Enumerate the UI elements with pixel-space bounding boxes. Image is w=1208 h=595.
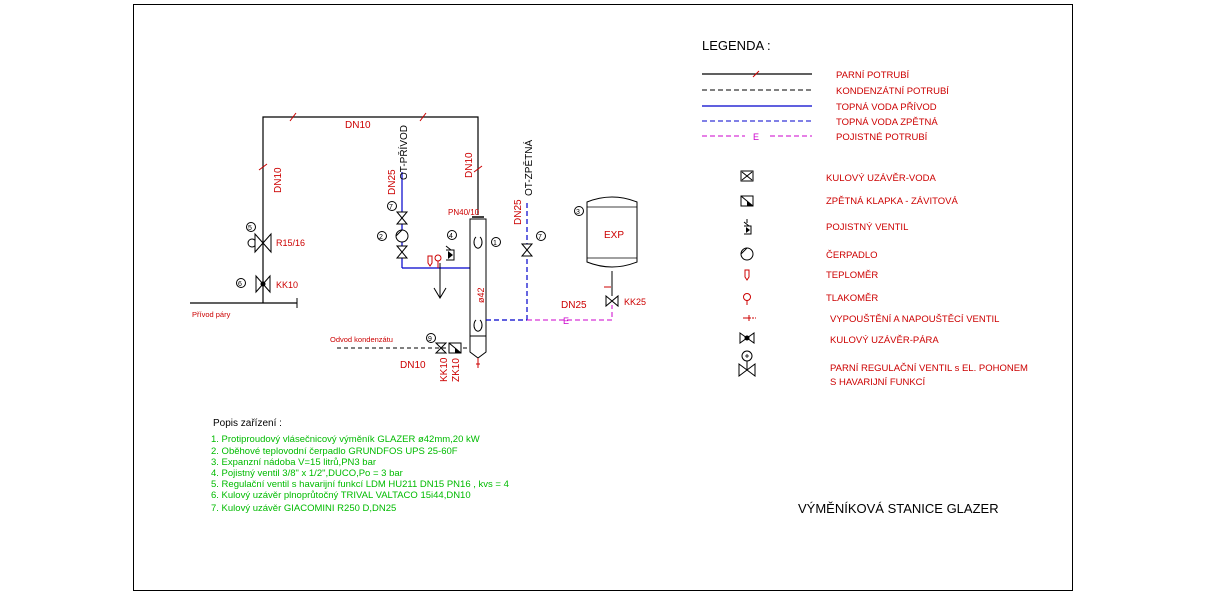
- item-number: 9: [428, 336, 432, 343]
- legend-e-marker: E: [753, 132, 759, 142]
- legend-line-label: TOPNÁ VODA ZPĚTNÁ: [836, 117, 938, 128]
- label-odvod: Odvod kondenzátu: [330, 335, 393, 344]
- equipment-description: Popis zařízení : 1. Protiproudový vláseč…: [211, 418, 509, 514]
- legend-symbol-label: TEPLOMĚR: [826, 270, 878, 281]
- drain-valve-icon: [743, 315, 756, 321]
- label-zk10: ZK10: [451, 358, 462, 382]
- legend-line-label: POJISTNÉ POTRUBÍ: [836, 132, 928, 143]
- label-dn10-left: DN10: [273, 167, 284, 193]
- label-kk10-left: KK10: [276, 280, 298, 290]
- item-number: 2: [379, 234, 383, 241]
- label-kk25: KK25: [624, 297, 646, 307]
- ball-valve-water-icon: [395, 245, 409, 259]
- label-ot-privod: OT-PŘÍVOD: [397, 125, 410, 180]
- steam-pipe: [262, 116, 479, 303]
- legend-symbol-label: PARNÍ REGULAČNÍ VENTIL s EL. POHONEM: [830, 363, 1028, 374]
- manometer-icon: [434, 254, 442, 262]
- item-number: 5: [248, 225, 252, 232]
- description-item: 4. Pojistný ventil 3/8" x 1/2",DUCO,Po =…: [211, 468, 403, 479]
- ball-valve-water-icon: [605, 294, 619, 308]
- manometer-icon: [743, 293, 751, 305]
- pump-icon: [740, 247, 754, 261]
- label-privod-pary: Přívod páry: [192, 310, 231, 319]
- legend-symbol-label: KULOVÝ UZÁVĚR-PÁRA: [830, 335, 939, 346]
- label-r15: R15/16: [276, 238, 305, 248]
- description-item: 7. Kulový uzávěr GIACOMINI R250 D,DN25: [211, 503, 396, 514]
- ball-valve-water-icon: [395, 211, 409, 225]
- description-item: 1. Protiproudový vlásečnicový výměník GL…: [211, 434, 480, 445]
- control-valve-icon: [738, 350, 756, 377]
- safety-valve-icon: [445, 245, 455, 261]
- legend-line-label: PARNÍ POTRUBÍ: [836, 70, 910, 81]
- thermometer-icon: [427, 255, 433, 267]
- legend-title: LEGENDA :: [702, 38, 771, 53]
- legend-symbol-label: ČERPADLO: [826, 250, 878, 261]
- pump-icon: [395, 229, 409, 243]
- legend-line-label: KONDENZÁTNÍ POTRUBÍ: [836, 86, 949, 97]
- item-number: 3: [576, 209, 580, 216]
- item-number: 1: [493, 240, 497, 247]
- label-ot-zpetna: OT-ZPĚTNÁ: [522, 140, 535, 196]
- thermometer-icon: [744, 269, 750, 281]
- label-exp: EXP: [604, 230, 624, 241]
- label-dn10-right: DN10: [464, 152, 475, 178]
- control-valve-icon: [254, 232, 272, 254]
- drawing-frame: [133, 4, 1073, 591]
- description-item: 2. Oběhové teplovodní čerpadlo GRUNDFOS …: [211, 446, 458, 457]
- check-valve-icon: [740, 195, 754, 207]
- piping-diagram: DN10 DN10 DN10 5 R15/16 6 KK10 Přívod pá…: [190, 112, 646, 382]
- label-kk10-bottom: KK10: [439, 357, 450, 382]
- e-marker: E: [563, 316, 569, 326]
- ball-valve-water-icon: [434, 342, 448, 354]
- safety-valve-icon: [743, 219, 752, 235]
- label-dn25-return: DN25: [513, 199, 524, 225]
- ball-valve-steam-icon: [739, 332, 755, 344]
- description-item: 3. Expanzní nádoba V=15 litrů,PN3 bar: [211, 457, 376, 468]
- legend-symbol-label: ZPĚTNÁ KLAPKA - ZÁVITOVÁ: [826, 196, 958, 207]
- legend-symbol-label: TLAKOMĚR: [826, 293, 878, 304]
- legend-symbol-label-2: S HAVARIJNÍ FUNKCÍ: [830, 377, 926, 388]
- legend-symbol-label: KULOVÝ UZÁVĚR-VODA: [826, 173, 936, 184]
- legend-line-label: TOPNÁ VODA PŘÍVOD: [836, 102, 937, 113]
- label-dn10-bottom: DN10: [400, 360, 426, 371]
- label-pn: PN40/10: [448, 208, 480, 217]
- description-title: Popis zařízení :: [213, 418, 282, 429]
- heat-exchanger: [469, 218, 487, 337]
- description-item: 5. Regulační ventil s havarijní funkcí L…: [211, 479, 509, 490]
- legend-symbol-label: POJISTNÝ VENTIL: [826, 222, 908, 233]
- label-dn25-supply: DN25: [387, 169, 398, 195]
- item-number: 7: [538, 234, 542, 241]
- drawing-title: VÝMĚNÍKOVÁ STANICE GLAZER: [798, 501, 999, 516]
- item-number: 7: [389, 204, 393, 211]
- legend-symbol-label: VYPOUŠTĚNÍ A NAPOUŠTĚCÍ VENTIL: [830, 314, 999, 325]
- ball-valve-water-icon: [520, 243, 534, 257]
- label-dn25-safety: DN25: [561, 300, 587, 311]
- ball-valve-water-icon: [740, 170, 754, 182]
- legend: LEGENDA : PARNÍ POTRUBÍ KONDENZÁTNÍ POTR…: [702, 38, 1028, 388]
- description-item: 6. Kulový uzávěr plnoprůtočný TRIVAL VAL…: [211, 490, 471, 501]
- item-number: 4: [449, 233, 453, 240]
- label-dn10-top: DN10: [345, 120, 371, 131]
- label-phi42: ø42: [476, 287, 486, 303]
- expansion-tank: [586, 196, 638, 268]
- item-number: 6: [238, 281, 242, 288]
